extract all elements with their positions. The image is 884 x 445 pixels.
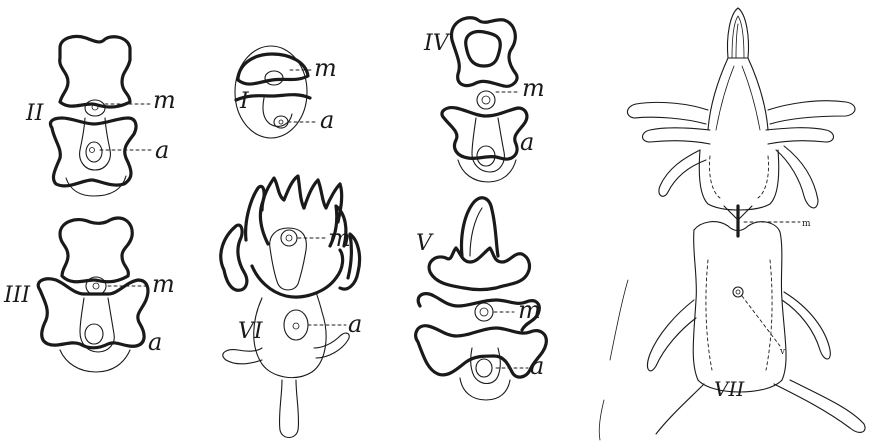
figure-iii-body-outline (60, 350, 130, 372)
figure-vii-right-lower-arm (782, 292, 830, 359)
figure-iii-lower-lobe (38, 279, 148, 348)
figure-i: I m a (235, 46, 337, 138)
figure-iv-body-outline (458, 160, 516, 182)
figure-iii: III m a (3, 218, 175, 372)
figure-v-body-outline (460, 378, 510, 400)
figure-iv-a-label: a (520, 128, 534, 156)
figure-v-mouth (475, 303, 493, 321)
figure-iv: IV m a (423, 18, 545, 182)
figure-ii-m-label: m (153, 86, 176, 114)
figure-v-gut (471, 348, 501, 384)
figure-iv-mouth (477, 91, 495, 109)
figure-iv-m-label: m (522, 74, 545, 102)
figure-vii-right-arm-top (768, 101, 855, 124)
figure-ii-upper-lobe (60, 36, 130, 107)
figure-iii-upper-lobe (60, 218, 132, 282)
figure-vii-left-arm-mid (643, 128, 711, 144)
figure-vii-right-rod (774, 380, 865, 432)
figure-iii-a-label: a (148, 328, 162, 356)
figure-vi-tail (279, 380, 298, 438)
figure-iv-inner-lobe (466, 32, 501, 66)
figure-vii-upper-hood (708, 58, 768, 130)
figure-vi-body-outline (254, 292, 326, 378)
figure-v-crown (429, 248, 529, 290)
figure-vii-apical-spike (727, 8, 748, 58)
figure-ii: II m a (25, 36, 176, 196)
figure-vii-left-rod (656, 384, 704, 434)
figure-v-numeral: V (416, 231, 434, 256)
figure-i-numeral: I (239, 89, 250, 114)
figure-v-a-label: a (530, 352, 544, 380)
figure-v: V m a (416, 198, 547, 400)
figure-vi-numeral: VI (238, 319, 264, 344)
figure-i-a-label: a (320, 106, 334, 134)
figure-v-spike-inner (470, 208, 482, 256)
figure-iv-upper-lobe (452, 18, 518, 87)
figure-vii-right-curved-arm (776, 146, 818, 208)
figure-vii-left-lower-arm (648, 300, 696, 371)
figure-vi-m-label: m (328, 224, 351, 252)
figure-v-anus (476, 359, 492, 377)
figure-vii-v-leader (742, 296, 780, 346)
figure-vi-mouth (281, 230, 297, 246)
figure-vi-a-label: a (348, 310, 362, 338)
figure-vii-lower-body (693, 222, 786, 392)
figure-i-m-label: m (314, 54, 337, 82)
figure-vi: VI m a (221, 176, 363, 438)
figure-vii: m v VII (599, 8, 865, 440)
figure-iv-gut (472, 118, 504, 172)
figure-vii-anus (733, 287, 743, 297)
figure-vii-right-arm-mid (766, 128, 834, 144)
figure-iv-numeral: IV (423, 31, 451, 56)
figure-ii-numeral: II (25, 101, 45, 126)
figure-v-lower-band (416, 326, 547, 377)
figure-vi-left-outer-arm (221, 225, 247, 290)
figure-iii-numeral: III (3, 283, 31, 308)
figure-iv-lower-lobe (442, 108, 527, 159)
figure-vii-left-arm-top (627, 102, 708, 124)
figure-v-spike (462, 198, 499, 256)
figure-ii-mouth (85, 100, 105, 116)
figure-vii-m-label: m (802, 219, 811, 229)
figure-vi-left-crown (262, 176, 304, 210)
figure-vi-oral-field (270, 228, 307, 290)
figure-vii-numeral: VII (714, 377, 745, 401)
figure-vii-faint-left-edge (599, 280, 628, 440)
figure-v-m-label: m (518, 296, 541, 324)
figure-vi-left-post-arm (223, 348, 262, 364)
figure-i-oral-arc (238, 54, 308, 84)
figure-ii-a-label: a (155, 136, 169, 164)
figure-vi-ciliary-band (252, 250, 343, 297)
figure-vi-right-post-arm (314, 333, 349, 358)
figure-iii-anus (85, 324, 103, 344)
figure-vi-anus (284, 310, 308, 340)
figure-vii-v-label: v (779, 347, 786, 357)
figure-iii-m-label: m (152, 270, 175, 298)
